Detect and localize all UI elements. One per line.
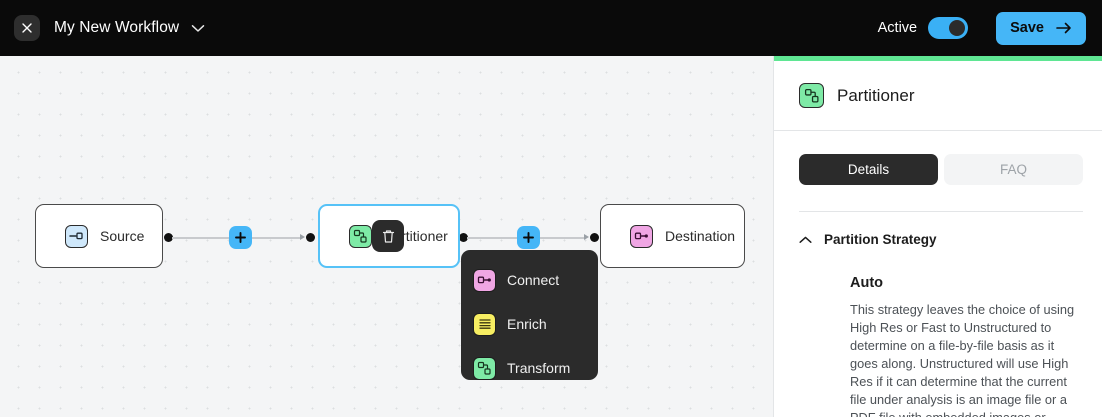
node-source-label: Source [100,228,145,244]
partition-strategy-title: Partition Strategy [824,232,937,247]
top-bar-actions: Active Save [877,11,1102,45]
save-button[interactable]: Save [996,11,1086,45]
partitioner-input-port[interactable] [306,233,315,242]
save-button-label: Save [1010,20,1044,36]
add-node-between-partitioner-destination[interactable] [517,226,540,249]
strategy-name: Auto [850,275,884,291]
arrow-right-icon [1056,22,1072,34]
edge-partitioner-destination-2 [540,237,584,239]
add-node-between-source-partitioner[interactable] [229,226,252,249]
details-panel: Partitioner Details FAQ Partition Strate… [773,56,1102,417]
node-destination[interactable]: Destination [600,204,745,268]
top-bar: My New Workflow Active Save [0,0,1102,56]
destination-input-port[interactable] [590,233,599,242]
strategy-description: This strategy leaves the choice of using… [850,302,1075,417]
panel-tabs: Details FAQ [799,154,1083,185]
menu-item-transform-label: Transform [507,360,571,376]
node-source[interactable]: Source [35,204,163,268]
menu-item-enrich[interactable]: Enrich [461,302,598,346]
trash-icon [382,229,394,243]
tab-faq-label: FAQ [999,162,1027,177]
edge-partitioner-destination [467,237,518,239]
panel-divider [799,211,1083,212]
partition-strategy-section-header[interactable]: Partition Strategy [799,232,937,247]
panel-accent-bar [774,56,1102,61]
workflow-title: My New Workflow [54,19,180,36]
delete-node-button[interactable] [372,220,404,252]
source-plug-icon [65,224,88,248]
transform-icon [473,356,496,380]
toggle-knob [949,20,966,36]
active-toggle[interactable] [928,17,969,39]
workflow-canvas[interactable]: Source Partitioner Destina [0,56,773,417]
node-destination-label: Destination [665,228,736,244]
destination-plug-icon [630,224,653,248]
edge-arrow-destination-in [584,234,589,240]
node-type-menu[interactable]: Connect Enrich Transform [461,250,598,380]
partitioner-output-port[interactable] [459,233,468,242]
tab-faq[interactable]: FAQ [944,154,1083,185]
plus-icon [523,232,534,243]
menu-item-connect-label: Connect [507,272,560,288]
panel-header: Partitioner [774,61,1102,131]
tab-details-label: Details [847,162,890,177]
source-output-port[interactable] [164,233,173,242]
plus-icon [235,232,246,243]
edge-source-partitioner-2 [252,237,300,239]
close-button[interactable] [14,15,40,41]
menu-item-connect[interactable]: Connect [461,258,598,302]
active-label: Active [877,20,918,36]
partitioner-graph-icon [349,224,372,248]
partitioner-graph-icon [799,83,824,108]
workflow-menu-button[interactable] [191,24,205,33]
menu-item-transform[interactable]: Transform [461,346,598,390]
close-icon [22,23,32,33]
menu-item-enrich-label: Enrich [507,316,547,332]
connect-icon [473,268,496,292]
chevron-up-icon [799,236,812,244]
edge-arrow-partitioner-in [300,234,305,240]
edge-source-partitioner [172,237,232,239]
tab-details[interactable]: Details [799,154,938,185]
chevron-down-icon [191,24,205,32]
panel-title: Partitioner [837,85,915,105]
enrich-list-icon [473,312,496,336]
